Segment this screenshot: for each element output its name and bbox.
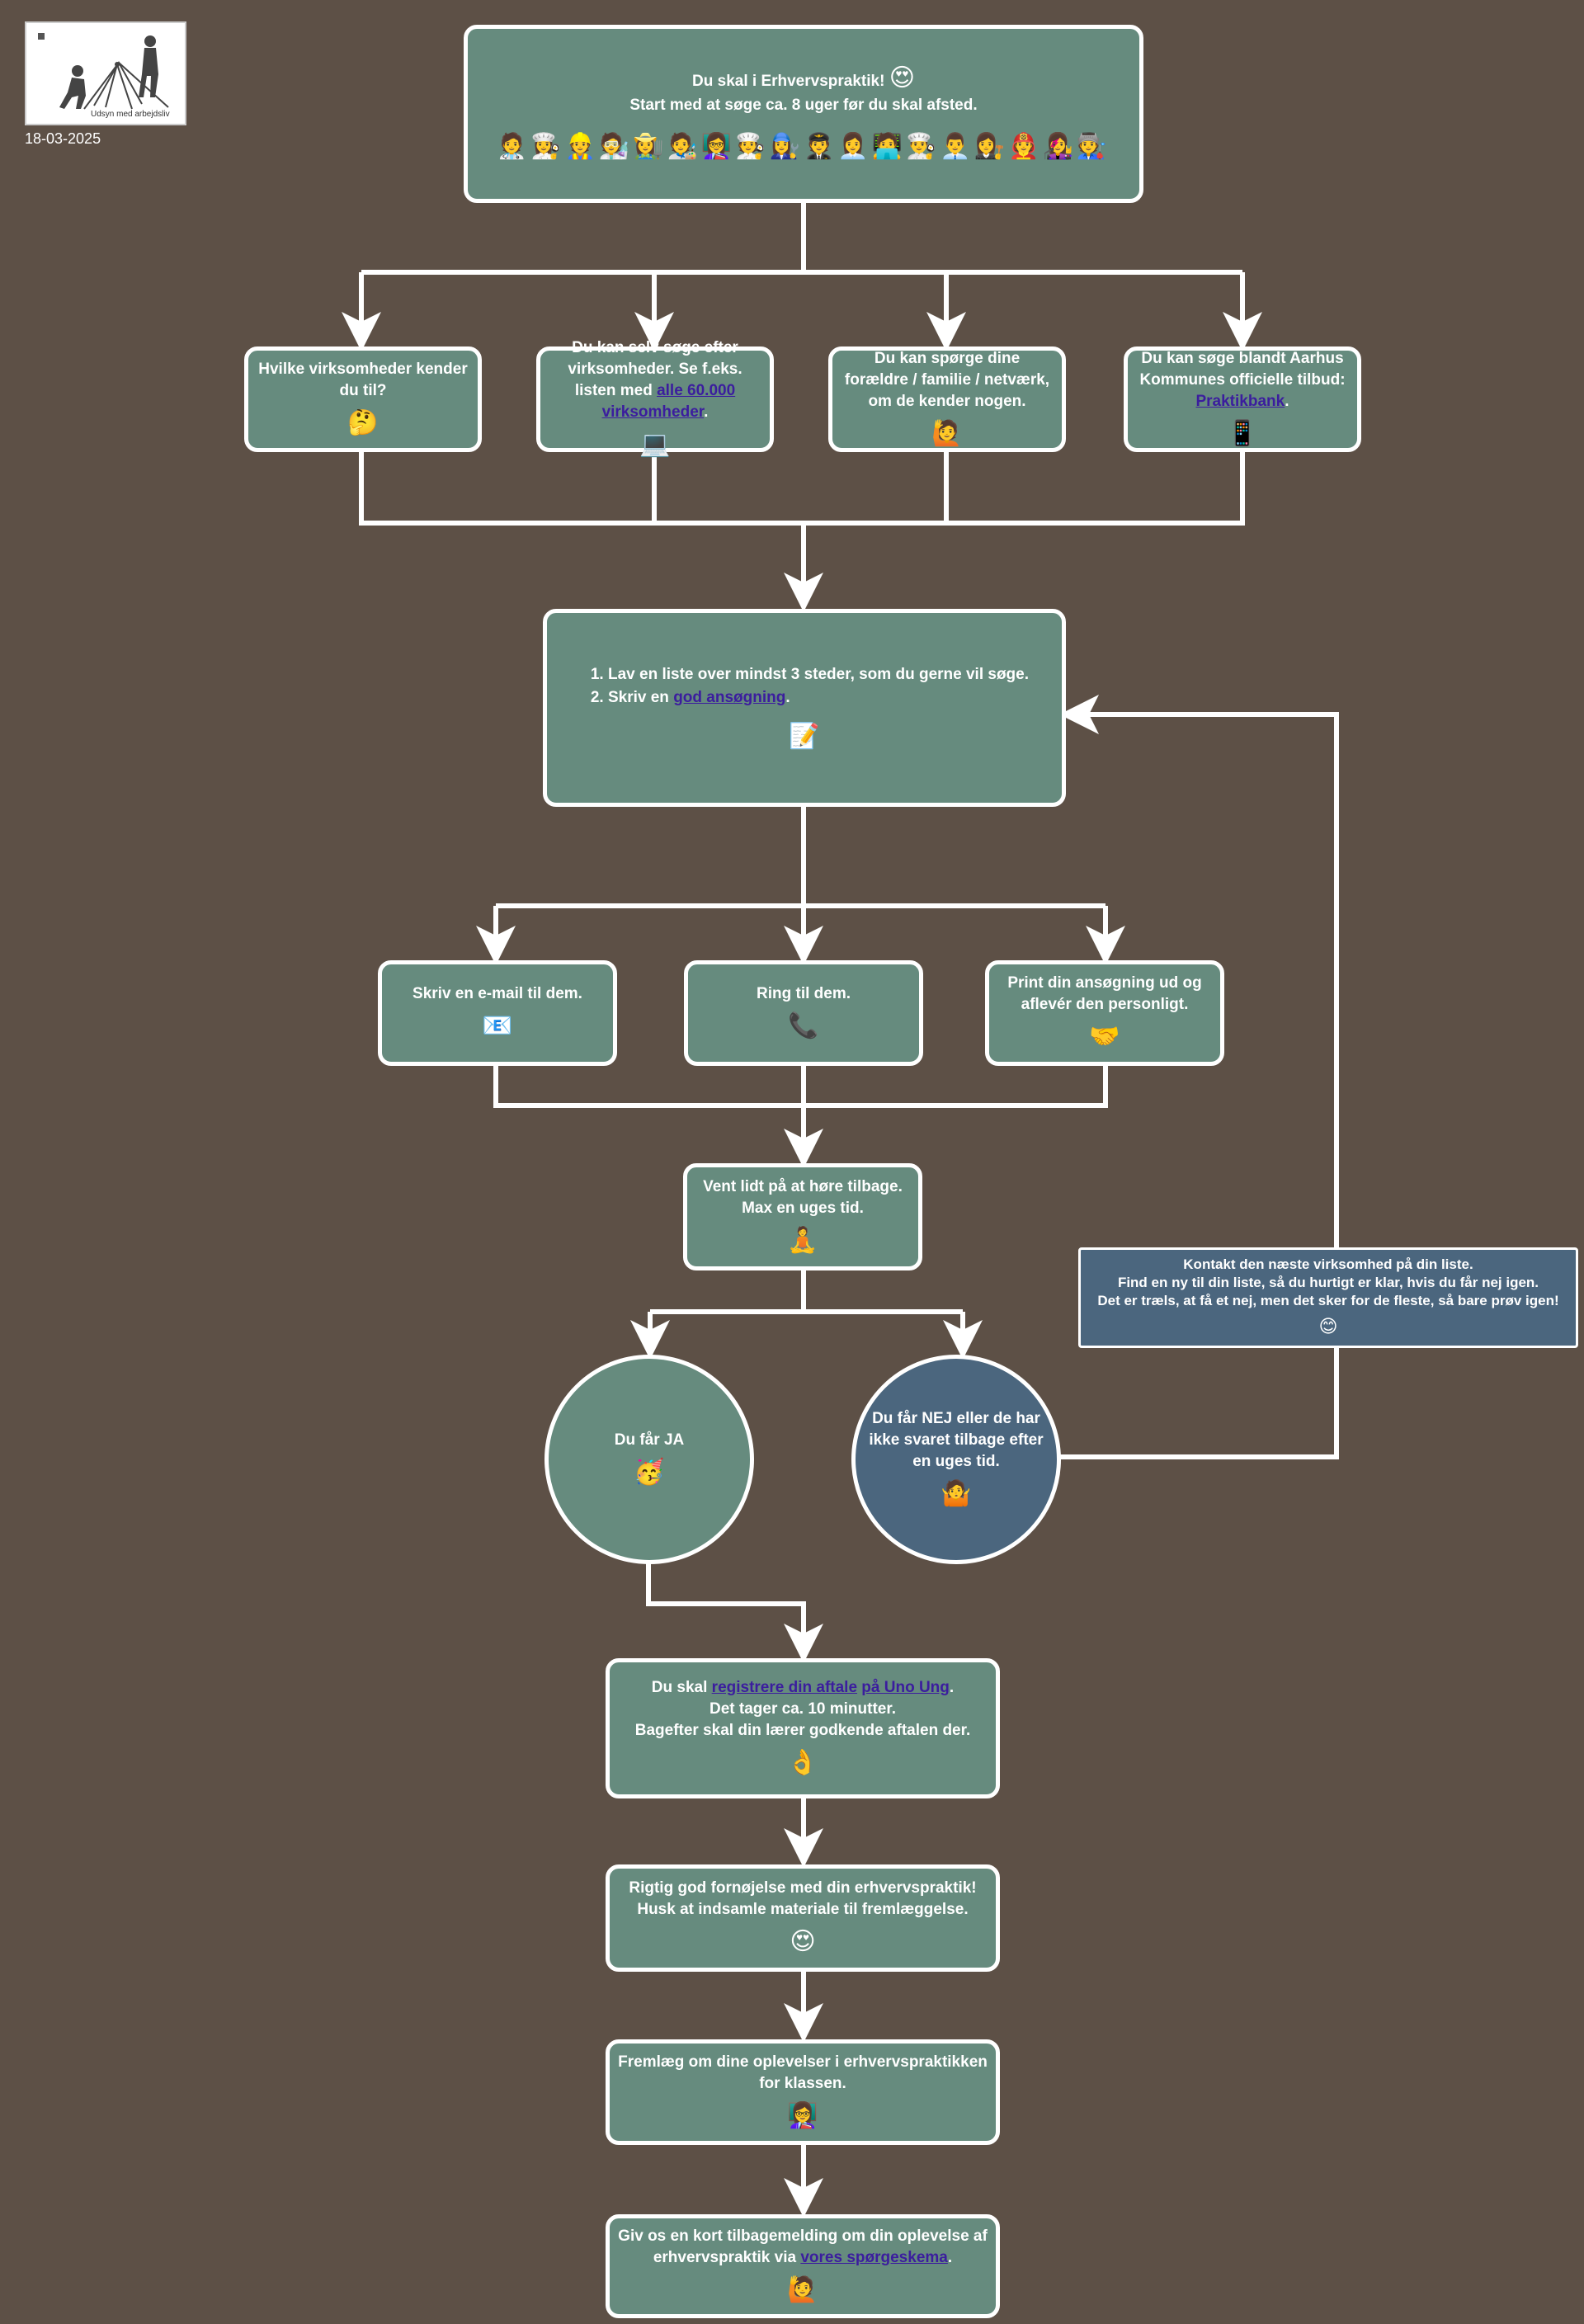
contact-email-node[interactable]: Skriv en e-mail til dem. 📧 <box>378 960 617 1066</box>
no-node[interactable]: Du får NEJ eller de har ikke svaret tilb… <box>851 1355 1061 1564</box>
logo: Udsyn med arbejdsliv <box>25 21 186 125</box>
email-icon: 📧 <box>482 1011 513 1040</box>
handshake-icon: 🤝 <box>1089 1022 1120 1051</box>
heart-eyes-face-icon: 😍 <box>790 1927 816 1956</box>
start-subtitle: Start med at søge ca. 8 uger før du skal… <box>629 97 978 114</box>
present-node[interactable]: Fremlæg om dine oplevelser i erhvervspra… <box>606 2039 1000 2145</box>
survey-link[interactable]: vores spørgeskema <box>800 2249 948 2266</box>
yes-node[interactable]: Du får JA 🥳 <box>544 1355 754 1564</box>
meditating-person-icon: 🧘 <box>787 1226 818 1255</box>
option-search-companies[interactable]: Du kan selv søge efter virksomheder. Se … <box>536 339 774 459</box>
list-step-2: Skriv en god ansøgning. <box>608 687 1029 709</box>
professions-icons: 🧑‍⚕️👩‍🍳👷🧑‍🔬👩‍🌾🧑‍🎨👩‍🏫🧑‍🍳👩‍🔧🧑‍✈️👩‍💼🧑‍💻👨‍🍳👨… <box>496 132 1111 161</box>
contact-print-node[interactable]: Print din ansøgning ud og aflevér den pe… <box>985 960 1224 1066</box>
list-steps: Lav en liste over mindst 3 steder, som d… <box>580 662 1029 710</box>
make-list-node[interactable]: Lav en liste over mindst 3 steder, som d… <box>543 609 1066 807</box>
connector <box>646 1563 823 1663</box>
option-known-companies[interactable]: Hvilke virksomheder kender du til? 🤔 <box>244 346 482 452</box>
start-title: Du skal i Erhvervspraktik! 😍 <box>692 64 915 92</box>
date-label: 18-03-2025 <box>25 130 101 147</box>
praktikbank-link[interactable]: Praktikbank <box>1195 393 1285 410</box>
connector <box>1059 695 1339 1247</box>
hikers-logo-icon: Udsyn med arbejdsliv <box>38 33 170 119</box>
ok-hand-icon: 👌 <box>787 1748 818 1777</box>
good-application-link[interactable]: god ansøgning <box>673 689 786 706</box>
good-luck-node[interactable]: Rigtig god fornøjelse med din erhvervspr… <box>606 1864 1000 1972</box>
telephone-icon: 📞 <box>788 1011 819 1040</box>
feedback-node[interactable]: Giv os en kort tilbagemelding om din opl… <box>606 2214 1000 2318</box>
phone-icon: 📱 <box>1227 419 1258 448</box>
next-company-node[interactable]: Kontakt den næste virksomhed på din list… <box>1078 1247 1578 1348</box>
wait-node[interactable]: Vent lidt på at høre tilbage. Max en uge… <box>683 1163 922 1270</box>
start-node[interactable]: Du skal i Erhvervspraktik! 😍 Start med a… <box>464 25 1143 203</box>
register-node[interactable]: Du skal registrere din aftale på Uno Ung… <box>606 1658 1000 1798</box>
heart-eyes-icon: 😍 <box>889 64 915 92</box>
person-raising-hand-icon: 🙋 <box>787 2275 818 2304</box>
connector <box>1060 1348 1339 1459</box>
computer-icon: 💻 <box>639 430 671 459</box>
smiling-face-icon: 😊 <box>1318 1317 1338 1337</box>
thinking-icon: 🤔 <box>347 408 379 437</box>
uno-ung-link[interactable]: på Uno Ung <box>861 1679 950 1696</box>
raising-hand-icon: 🙋 <box>931 419 963 448</box>
connector <box>359 452 1245 526</box>
shrug-icon: 🤷 <box>940 1479 972 1508</box>
party-face-icon: 🥳 <box>634 1458 665 1487</box>
option-praktikbank[interactable]: Du kan søge blandt Aarhus Kommunes offic… <box>1124 346 1361 452</box>
option-ask-network[interactable]: Du kan spørge dine forældre / familie / … <box>828 346 1066 452</box>
register-agreement-link[interactable]: registrere din aftale <box>711 1679 858 1696</box>
teacher-icon: 👩‍🏫 <box>787 2101 818 2130</box>
connector <box>493 1066 1108 1108</box>
memo-icon: 📝 <box>789 722 820 751</box>
companies-list-link[interactable]: alle 60.000 virksomheder <box>601 382 736 421</box>
contact-call-node[interactable]: Ring til dem. 📞 <box>684 960 923 1066</box>
list-step-1: Lav en liste over mindst 3 steder, som d… <box>608 664 1029 686</box>
logo-caption: Udsyn med arbejdsliv <box>91 110 170 119</box>
